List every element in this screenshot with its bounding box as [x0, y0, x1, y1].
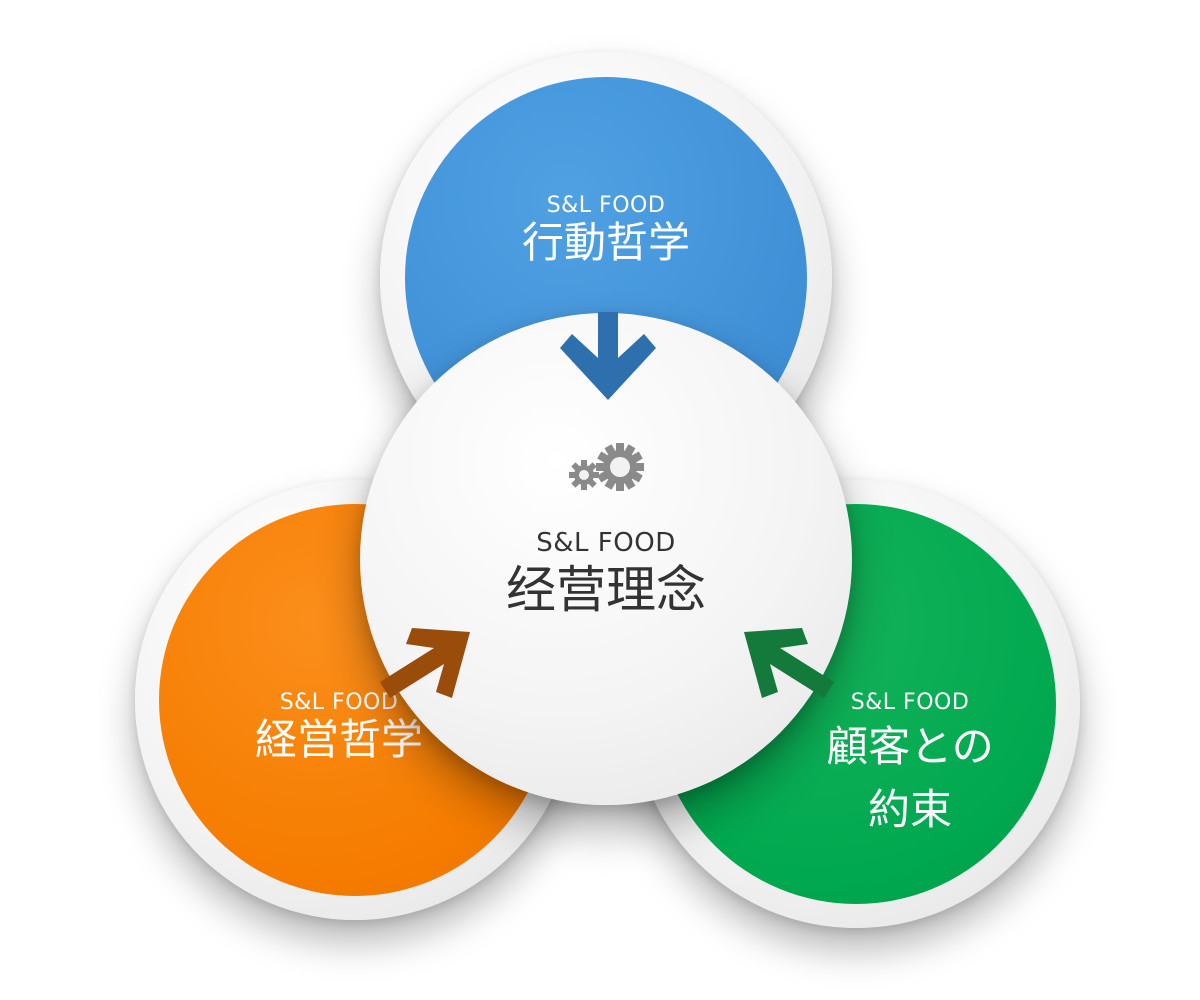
top-title: 行動哲学: [521, 218, 690, 267]
arrow-down-icon: [560, 312, 656, 400]
left-title: 経営哲学: [254, 715, 423, 764]
right-title-line1: 顧客との: [826, 722, 994, 771]
right-title-line2: 約束: [867, 784, 952, 834]
right-circle-label: S&L FOOD 顧客との 約束: [800, 690, 1020, 841]
left-brand: S&L FOOD: [279, 690, 399, 715]
right-brand: S&L FOOD: [850, 690, 970, 715]
top-brand: S&L FOOD: [546, 193, 666, 218]
arrow-up-right-icon: [380, 628, 470, 698]
center-circle-label: S&L FOOD 经营理念: [360, 528, 852, 620]
center-title: 经营理念: [506, 561, 706, 619]
arrow-up-left-icon: [744, 628, 834, 698]
center-brand: S&L FOOD: [536, 528, 676, 558]
top-circle-label: S&L FOOD 行動哲学: [405, 193, 807, 268]
gears-icon: [569, 443, 644, 491]
left-circle-label: S&L FOOD 経営哲学: [159, 690, 519, 765]
